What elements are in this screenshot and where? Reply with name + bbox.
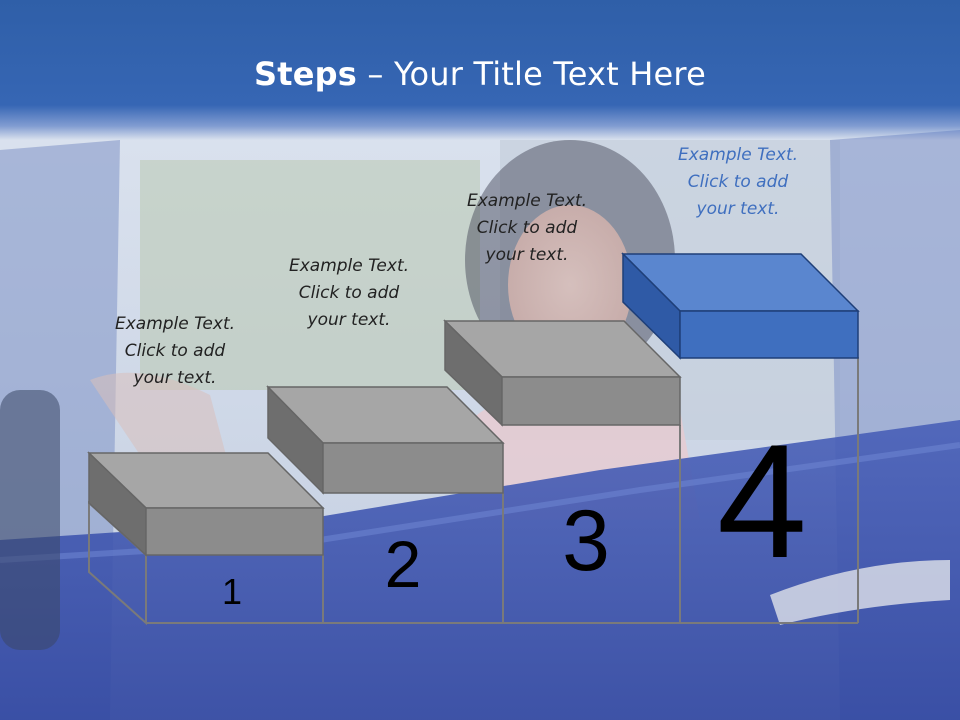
title-bar (0, 0, 960, 140)
caption-line: your text. (696, 199, 780, 219)
step-caption-4[interactable]: Example Text. Click to add your text. (648, 142, 828, 223)
caption-line: your text. (307, 310, 391, 330)
title-bold: Steps (254, 55, 358, 93)
caption-line: Example Text. (288, 256, 410, 276)
caption-line: Example Text. (466, 191, 588, 211)
step-caption-1[interactable]: Example Text. Click to add your text. (85, 311, 265, 392)
caption-line: Click to add (298, 283, 400, 303)
caption-line: your text. (133, 368, 217, 388)
caption-line: Example Text. (114, 314, 236, 334)
step-caption-3[interactable]: Example Text. Click to add your text. (437, 188, 617, 269)
caption-line: Click to add (687, 172, 789, 192)
slide-title[interactable]: Steps – Your Title Text Here (0, 55, 960, 93)
caption-line: your text. (485, 245, 569, 265)
step-number-3: 3 (562, 493, 610, 589)
step-number-2: 2 (385, 527, 422, 601)
step-number-4: 4 (717, 411, 807, 592)
step-number-1: 1 (222, 571, 242, 612)
step-block-1[interactable] (87, 451, 325, 557)
caption-line: Click to add (124, 341, 226, 361)
step-caption-2[interactable]: Example Text. Click to add your text. (259, 253, 439, 334)
title-rest: – Your Title Text Here (357, 55, 706, 93)
step-block-4[interactable] (621, 252, 860, 360)
step-block-2[interactable] (266, 385, 505, 495)
caption-line: Example Text. (677, 145, 799, 165)
step-block-3[interactable] (443, 319, 682, 427)
caption-line: Click to add (476, 218, 578, 238)
